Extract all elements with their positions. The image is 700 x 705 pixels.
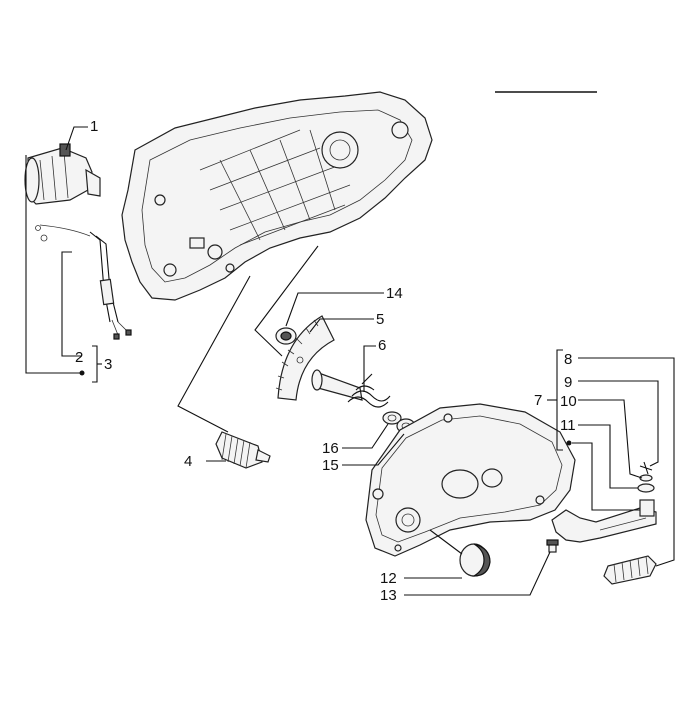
callout-15: 15	[322, 457, 339, 474]
callout-3: 3	[104, 356, 112, 373]
bracket-dot-7	[566, 440, 572, 446]
callout-6: 6	[378, 337, 386, 354]
callout-16: 16	[322, 440, 339, 457]
callout-5: 5	[376, 311, 384, 328]
starter-motor	[24, 143, 101, 205]
starter-pinion-gear	[215, 431, 271, 469]
leader-lines	[25, 126, 675, 596]
screw	[546, 539, 559, 553]
wiring-harness	[35, 224, 132, 340]
callout-1: 1	[90, 118, 98, 135]
callout-7: 7	[534, 392, 542, 409]
callout-13: 13	[380, 587, 397, 604]
callout-10: 10	[560, 393, 577, 410]
bracket-dot-2	[79, 370, 85, 376]
callout-9: 9	[564, 374, 572, 391]
kick-start-lever	[551, 461, 657, 585]
callout-12: 12	[380, 570, 397, 587]
callout-4: 4	[184, 453, 192, 470]
callout-11: 11	[560, 417, 576, 434]
return-spring	[347, 373, 391, 408]
bushing	[275, 327, 297, 345]
kick-gear-sector	[275, 315, 363, 401]
transmission-cover	[365, 403, 576, 557]
callout-8: 8	[564, 351, 572, 368]
crankcase-housing	[121, 91, 433, 301]
callout-2: 2	[75, 349, 83, 366]
cover-cap	[459, 543, 491, 577]
washers	[382, 411, 416, 434]
callout-14: 14	[386, 285, 403, 302]
